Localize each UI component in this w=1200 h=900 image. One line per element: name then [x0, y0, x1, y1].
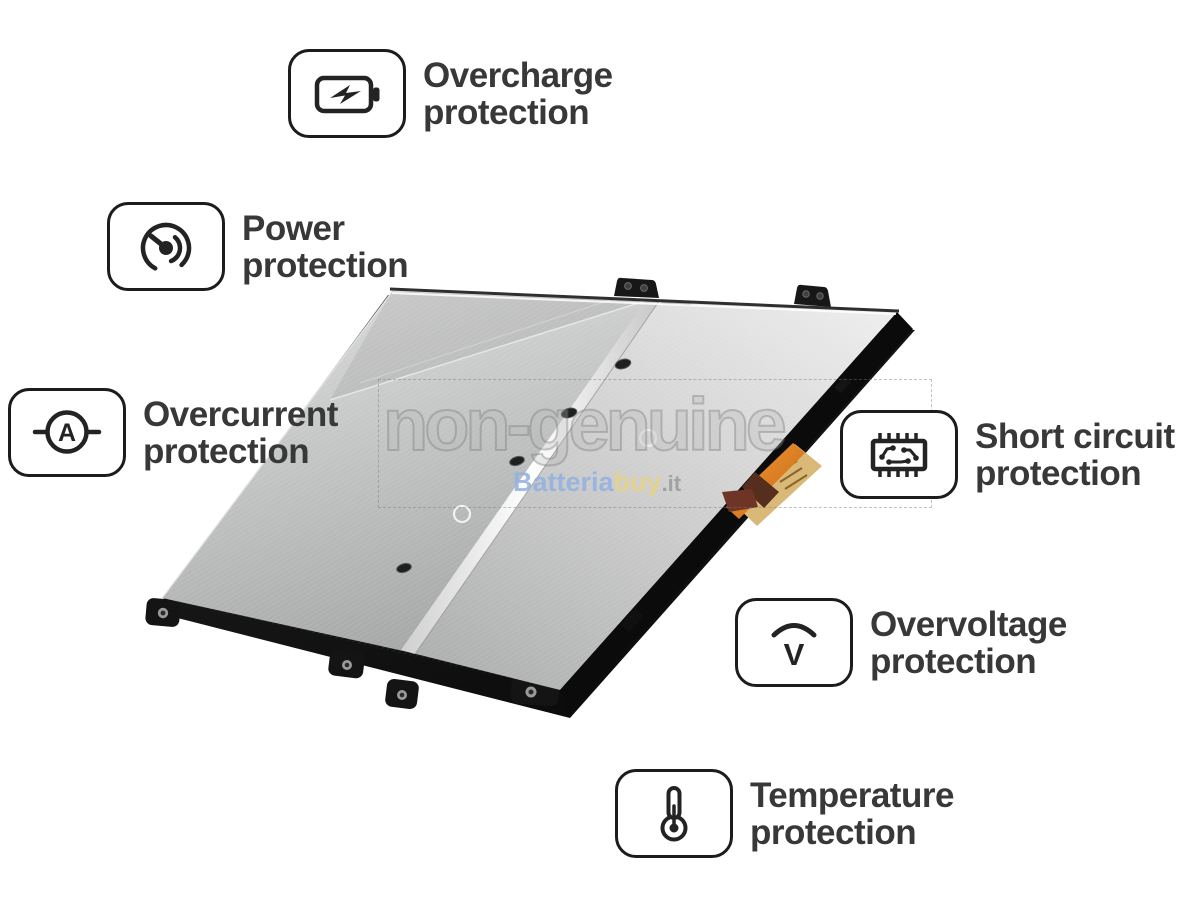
feature-power: Power protection — [107, 202, 409, 291]
feature-temperature: Temperature protection — [615, 769, 954, 858]
feature-label-line1: Overcharge — [423, 55, 613, 95]
feature-label: Overcharge protection — [423, 57, 613, 131]
feature-short-circuit: Short circuit protection — [840, 410, 1175, 499]
feature-label-line1: Overvoltage — [870, 604, 1067, 644]
voltage-arc-icon: V — [771, 622, 817, 672]
feature-label-line2: protection — [975, 453, 1142, 493]
feature-overcharge: Overcharge protection — [288, 49, 613, 138]
ammeter-icon: A — [32, 409, 102, 454]
chip-icon — [870, 432, 928, 477]
feature-label-line2: protection — [423, 92, 590, 132]
thermometer-icon — [660, 785, 688, 841]
battery-screw-holes — [396, 358, 658, 574]
feature-label-line1: Short circuit — [975, 416, 1175, 456]
feature-label-line2: protection — [143, 431, 310, 471]
feature-label: Temperature protection — [750, 777, 954, 851]
ammeter-letter: A — [58, 419, 76, 447]
feature-label-line2: protection — [242, 245, 409, 285]
voltage-letter: V — [784, 637, 805, 672]
feature-label-line1: Overcurrent — [143, 394, 338, 434]
gauge-icon — [140, 222, 192, 273]
overcharge-icon-box — [288, 49, 406, 138]
battery-bolt-icon — [314, 75, 380, 113]
battery-seam — [401, 296, 662, 654]
overcurrent-icon-box: A — [8, 388, 126, 477]
power-icon-box — [107, 202, 225, 291]
flex-cable-connector — [722, 443, 822, 526]
feature-label: Short circuit protection — [975, 418, 1175, 492]
feature-label-line2: protection — [870, 641, 1037, 681]
feature-overcurrent: A Overcurrent protection — [8, 388, 338, 477]
feature-label: Overvoltage protection — [870, 606, 1067, 680]
watermark-text: non-genuine — [382, 383, 788, 466]
feature-overvoltage: V Overvoltage protection — [735, 598, 1067, 687]
feature-label-line1: Temperature — [750, 775, 954, 815]
feature-label: Power protection — [242, 208, 409, 285]
battery-edge-highlights — [162, 287, 900, 598]
brand-part-it: .it — [661, 471, 682, 496]
frame-clip — [835, 377, 851, 393]
frame-clip — [621, 608, 643, 632]
brand-part-batteria: Batteria — [513, 467, 614, 497]
brand-part-buy: buy — [613, 467, 662, 497]
feature-label: Overcurrent protection — [143, 396, 338, 470]
feature-label-line1: Power — [242, 208, 345, 248]
battery-top-tabs — [614, 277, 831, 307]
feature-label-line2: protection — [750, 812, 917, 852]
brand-logo: Batteriabuy.it — [513, 469, 681, 497]
short-circuit-icon-box — [840, 410, 958, 499]
temperature-icon-box — [615, 769, 733, 858]
overvoltage-icon-box: V — [735, 598, 853, 687]
